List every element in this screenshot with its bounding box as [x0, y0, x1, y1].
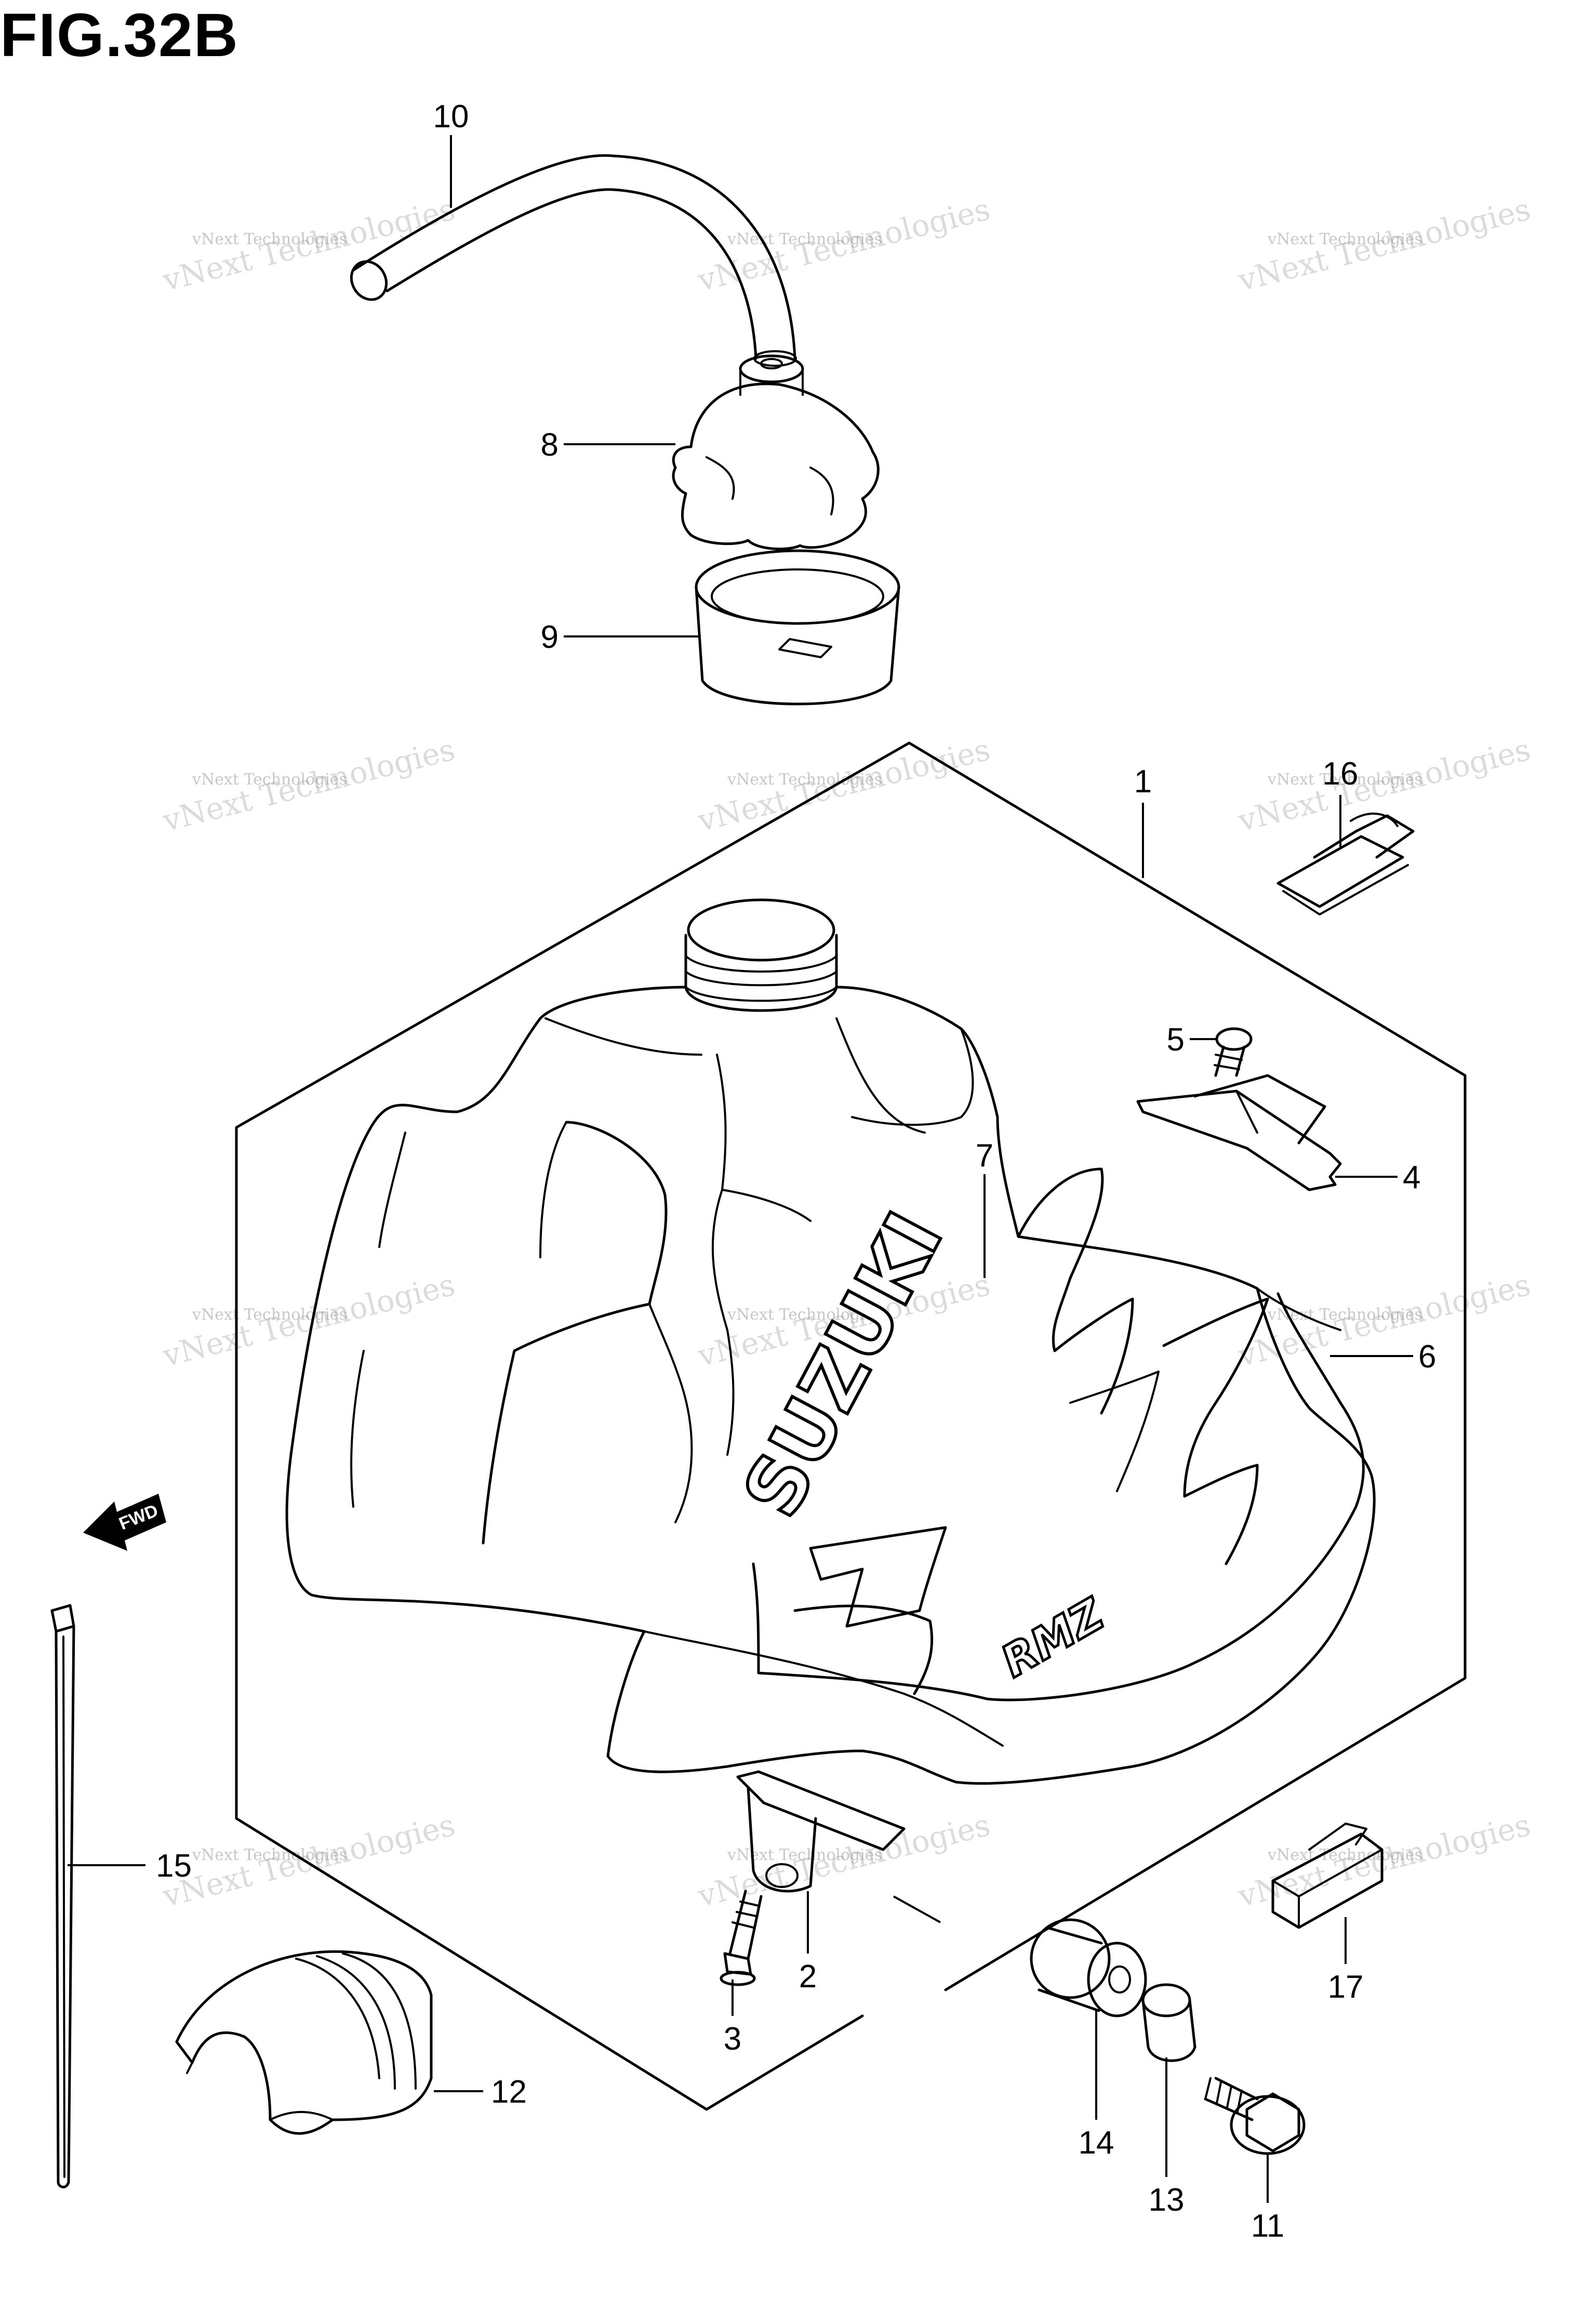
part-3-bolt	[720, 1890, 763, 1986]
callout-4: 4	[1403, 1160, 1420, 1195]
callout-12: 12	[491, 2074, 527, 2110]
leader-lines	[68, 135, 1413, 2203]
svg-text:vNext Technologies: vNext Technologies	[727, 230, 882, 248]
part-12-rubber-cover	[175, 1950, 433, 2135]
watermark: vNext Technologies vNext Technologies	[1234, 1807, 1534, 1914]
watermark: vNext Technologies vNext Technologies	[694, 732, 993, 839]
part-9-cap-seal	[695, 549, 900, 706]
callout-2: 2	[799, 1959, 817, 1995]
part-14-grommet	[1030, 1918, 1147, 2017]
watermark: vNext Technologies vNext Technologies	[159, 1267, 458, 1374]
watermark: vNext Technologies vNext Technologies	[159, 732, 458, 839]
svg-text:vNext Technologies: vNext Technologies	[1267, 230, 1422, 248]
part-5-screw	[1214, 1027, 1253, 1077]
tank-model-logo: RMZ	[993, 1588, 1113, 1688]
callout-3: 3	[724, 2021, 741, 2057]
part-1-fuel-tank: SUZUKI RMZ	[285, 898, 1376, 1893]
watermark: vNext Technologies vNext Technologies	[159, 1807, 458, 1914]
svg-text:vNext Technologies: vNext Technologies	[727, 1306, 882, 1324]
callout-6: 6	[1418, 1339, 1436, 1375]
part-4-bracket	[1136, 1074, 1342, 1191]
watermark: vNext Technologies vNext Technologies	[1234, 732, 1534, 839]
svg-text:vNext Technologies: vNext Technologies	[192, 230, 347, 248]
callout-labels: 10 8 9 1 16 5 4 7 6 15 2 3 17 12 14 13 1…	[156, 99, 1436, 2244]
callout-15: 15	[156, 1848, 192, 1884]
watermark: vNext Technologies vNext Technologies	[1234, 1267, 1534, 1374]
svg-text:vNext Technologies: vNext Technologies	[1267, 770, 1422, 789]
callout-7: 7	[976, 1138, 993, 1174]
callout-9: 9	[541, 619, 558, 655]
part-13-collar	[1141, 1983, 1196, 2062]
callout-17: 17	[1328, 1969, 1364, 2005]
svg-text:vNext Technologies: vNext Technologies	[1267, 1306, 1422, 1324]
callout-8: 8	[541, 427, 558, 463]
svg-text:vNext Technologies: vNext Technologies	[1267, 1846, 1422, 1864]
watermark: vNext Technologies vNext Technologies	[694, 191, 993, 298]
part-10-breather-hose	[350, 154, 797, 367]
callout-10: 10	[433, 99, 469, 135]
callout-16: 16	[1323, 756, 1359, 792]
svg-text:vNext Technologies: vNext Technologies	[192, 1306, 347, 1324]
callout-13: 13	[1149, 2182, 1185, 2218]
callout-1: 1	[1134, 764, 1152, 800]
tank-brand-logo: SUZUKI	[726, 1199, 961, 1531]
callout-11: 11	[1251, 2208, 1284, 2244]
part-8-fuel-cap	[672, 354, 880, 550]
figure-title: FIG.32B	[0, 1, 239, 70]
fwd-arrow-icon: FWD	[83, 1494, 166, 1551]
callout-14: 14	[1079, 2125, 1114, 2161]
callout-5: 5	[1167, 1022, 1185, 1058]
assembly-boundary	[235, 741, 1467, 2111]
part-15-cable-tie	[50, 1604, 75, 2188]
svg-text:vNext Technologies: vNext Technologies	[192, 1846, 347, 1864]
watermark: vNext Technologies vNext Technologies	[159, 191, 458, 298]
watermark: vNext Technologies vNext Technologies	[694, 1807, 993, 1914]
part-17-clip	[1271, 1823, 1384, 1929]
part-16-clip	[1276, 813, 1415, 915]
watermark: vNext Technologies vNext Technologies	[1234, 191, 1534, 298]
boundary-segment	[893, 1895, 941, 1923]
part-11-bolt	[1204, 2077, 1306, 2155]
svg-text:vNext Technologies: vNext Technologies	[192, 770, 347, 789]
